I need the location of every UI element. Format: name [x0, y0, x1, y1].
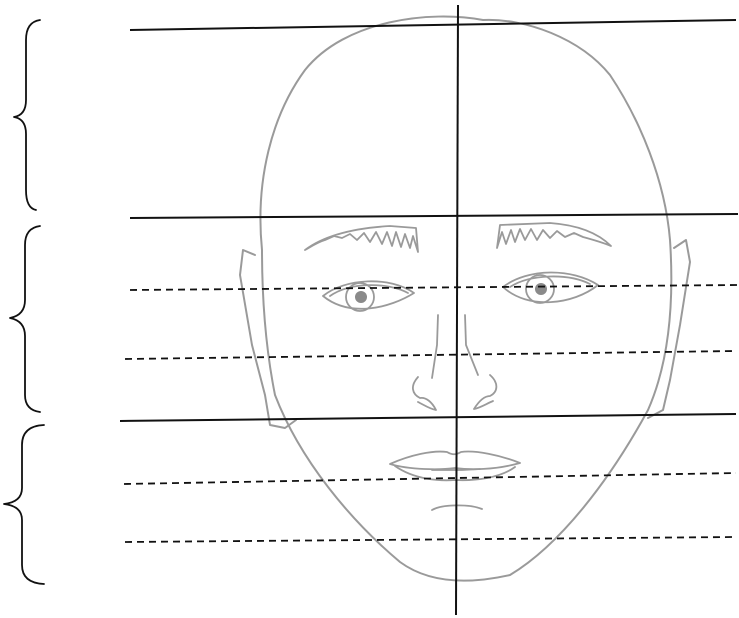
nose-left-bridge — [432, 315, 438, 378]
upper-lip — [390, 452, 520, 470]
right-pupil — [535, 283, 547, 295]
upper-third-brace — [14, 20, 40, 210]
mouth-line-guide — [124, 473, 736, 484]
nose-right-nostril — [474, 375, 496, 409]
nose-mid-guide — [125, 351, 736, 359]
left-pupil — [355, 291, 367, 303]
lower-third-brace — [4, 425, 44, 584]
eye-line-guide — [130, 285, 738, 290]
left-ear — [240, 250, 296, 428]
nose-left-nostril — [413, 377, 436, 410]
right-eyebrow — [497, 223, 611, 248]
vertical-midline — [456, 5, 458, 615]
left-eyebrow — [305, 226, 418, 252]
brow-line-guide — [130, 214, 738, 218]
face-outline — [260, 17, 671, 581]
middle-third-brace — [10, 226, 40, 412]
chin-guide — [125, 537, 736, 542]
hairline-guide — [130, 20, 736, 30]
nose-right-bridge — [465, 315, 478, 375]
